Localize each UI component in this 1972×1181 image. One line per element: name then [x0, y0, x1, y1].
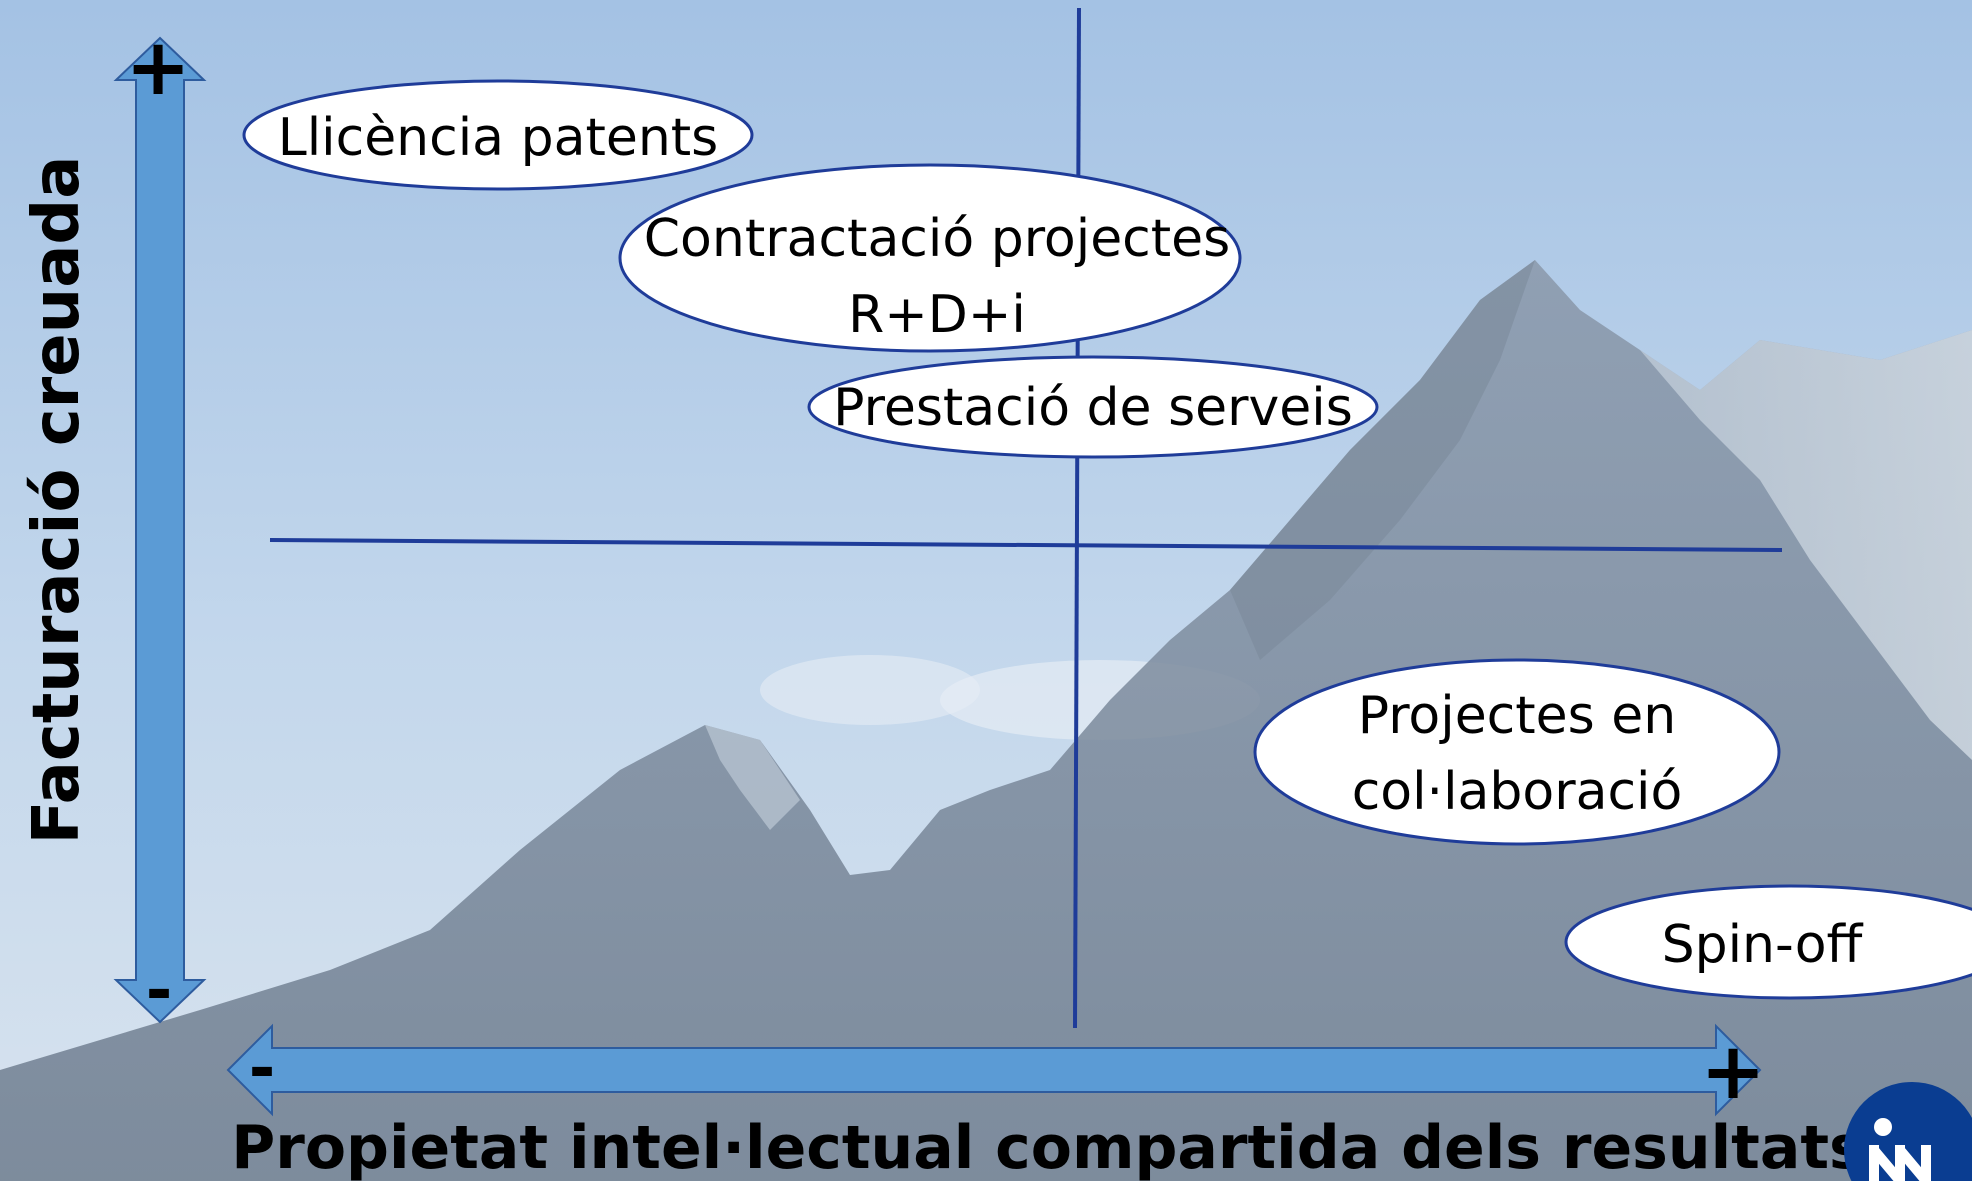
cloud [760, 655, 980, 725]
mountain-snow [705, 725, 800, 830]
node-contractacio-projectes: Contractació projectes R+D+i [618, 163, 1242, 353]
node-label: Projectes en [1358, 686, 1676, 746]
y-axis-plus: + [125, 23, 190, 113]
node-prestacio-serveis: Prestació de serveis [807, 355, 1379, 459]
horizontal-axis-arrow [226, 1023, 1762, 1117]
node-label: Spin-off [1662, 915, 1864, 975]
x-axis-plus: + [1700, 1027, 1765, 1117]
node-label: col·laboració [1352, 762, 1683, 822]
logo [1844, 1082, 1972, 1181]
node-spin-off: Spin-off [1564, 884, 1972, 1000]
node-label: Llicència patents [278, 108, 719, 168]
node-label: R+D+i [848, 285, 1026, 345]
y-axis-minus: - [146, 954, 173, 1028]
mountain-range [0, 260, 1972, 1181]
node-llicencia-patents: Llicència patents [242, 79, 754, 191]
quadrant-horizontal-line [269, 538, 1783, 552]
node-label: Prestació de serveis [833, 378, 1353, 438]
mountain-ridge [1230, 260, 1535, 660]
node-projectes-collaboracio: Projectes en col·laboració [1253, 658, 1781, 846]
x-axis-label: Propietat intel·lectual compartida dels … [231, 1113, 1864, 1181]
y-axis-label: Facturació creuada [20, 156, 94, 845]
node-label: Contractació projectes [644, 209, 1231, 269]
mountain-snow [1535, 260, 1972, 760]
vertical-axis-arrow [113, 36, 207, 1024]
x-axis-minus: - [249, 1032, 276, 1106]
